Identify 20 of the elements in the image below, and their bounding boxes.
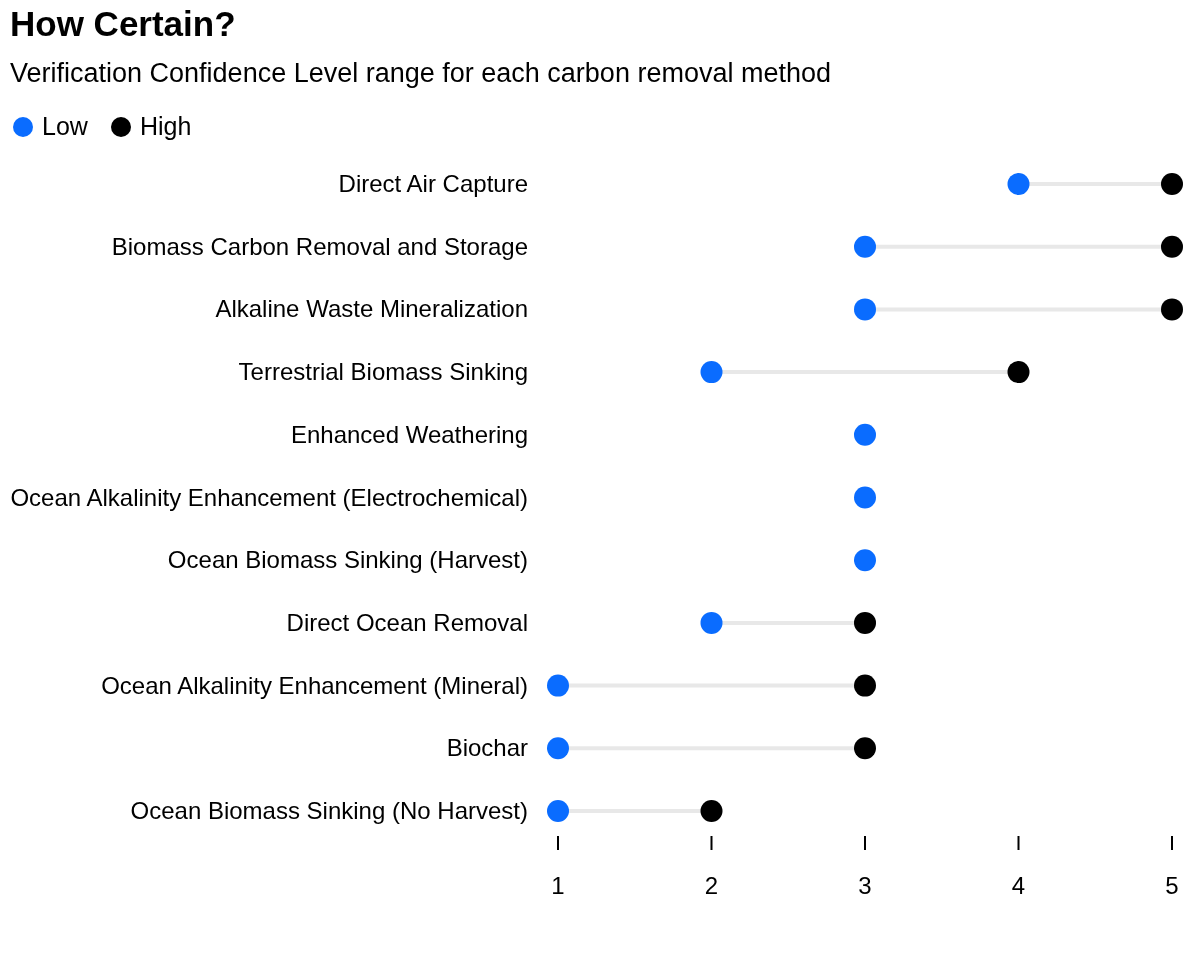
legend-label: Low [42,112,88,141]
category-label: Ocean Biomass Sinking (Harvest) [166,545,528,576]
category-label: Enhanced Weathering [289,419,528,450]
category-label: Ocean Biomass Sinking (No Harvest) [129,796,528,826]
tick-label: 2 [704,872,719,900]
category-label: Ocean Alkalinity Enhancement (Mineral) [100,670,528,701]
chart-subtitle: Verification Confidence Level range for each carbon removal method [10,58,831,89]
tick-label: 1 [551,872,565,900]
tick-label: 3 [858,872,872,900]
chart-title: How Certain? [10,4,236,44]
category-label: Biochar [445,733,528,764]
category-label: Direct Air Capture [337,169,528,199]
category-label: Alkaline Waste Mineralization [214,294,528,325]
category-label: Terrestrial Biomass Sinking [237,357,528,388]
tick-label: 5 [1165,872,1179,900]
category-label: Ocean Alkalinity Enhancement (Electrochemical) [9,482,528,513]
category-label: Biomass Carbon Removal and Storage [110,231,528,262]
legend-label: High [139,112,192,141]
tick-label: 4 [1011,872,1026,900]
category-label: Direct Ocean Removal [285,607,528,638]
